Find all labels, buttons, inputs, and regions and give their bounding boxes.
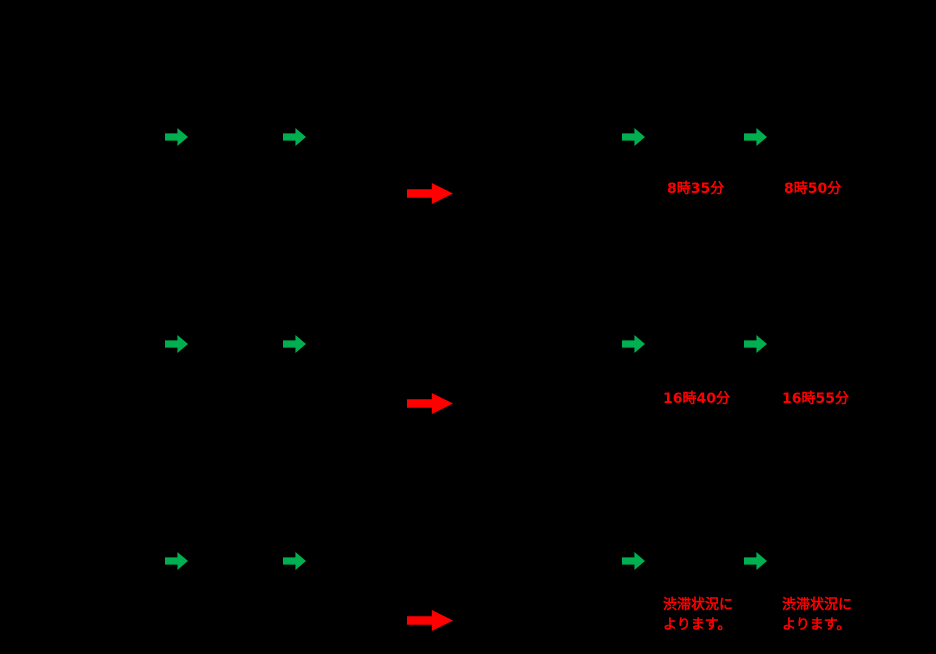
green-right-arrow-icon xyxy=(622,335,645,353)
time-label: 16時55分 xyxy=(782,391,849,407)
green-right-arrow-icon xyxy=(165,128,188,146)
green-right-arrow-icon xyxy=(165,552,188,570)
time-note-label: 渋滞状況に よります。 xyxy=(782,597,852,633)
time-label: 16時40分 xyxy=(663,391,730,407)
time-label: 8時35分 xyxy=(667,181,725,197)
green-right-arrow-icon xyxy=(744,128,767,146)
green-right-arrow-icon xyxy=(622,128,645,146)
green-right-arrow-icon xyxy=(744,335,767,353)
red-right-arrow-icon xyxy=(407,393,453,414)
green-right-arrow-icon xyxy=(283,335,306,353)
time-note-label: 渋滞状況に よります。 xyxy=(663,597,733,633)
red-right-arrow-icon xyxy=(407,183,453,204)
green-right-arrow-icon xyxy=(283,128,306,146)
green-right-arrow-icon xyxy=(622,552,645,570)
green-right-arrow-icon xyxy=(165,335,188,353)
time-label: 8時50分 xyxy=(784,181,842,197)
green-right-arrow-icon xyxy=(744,552,767,570)
green-right-arrow-icon xyxy=(283,552,306,570)
red-right-arrow-icon xyxy=(407,610,453,631)
